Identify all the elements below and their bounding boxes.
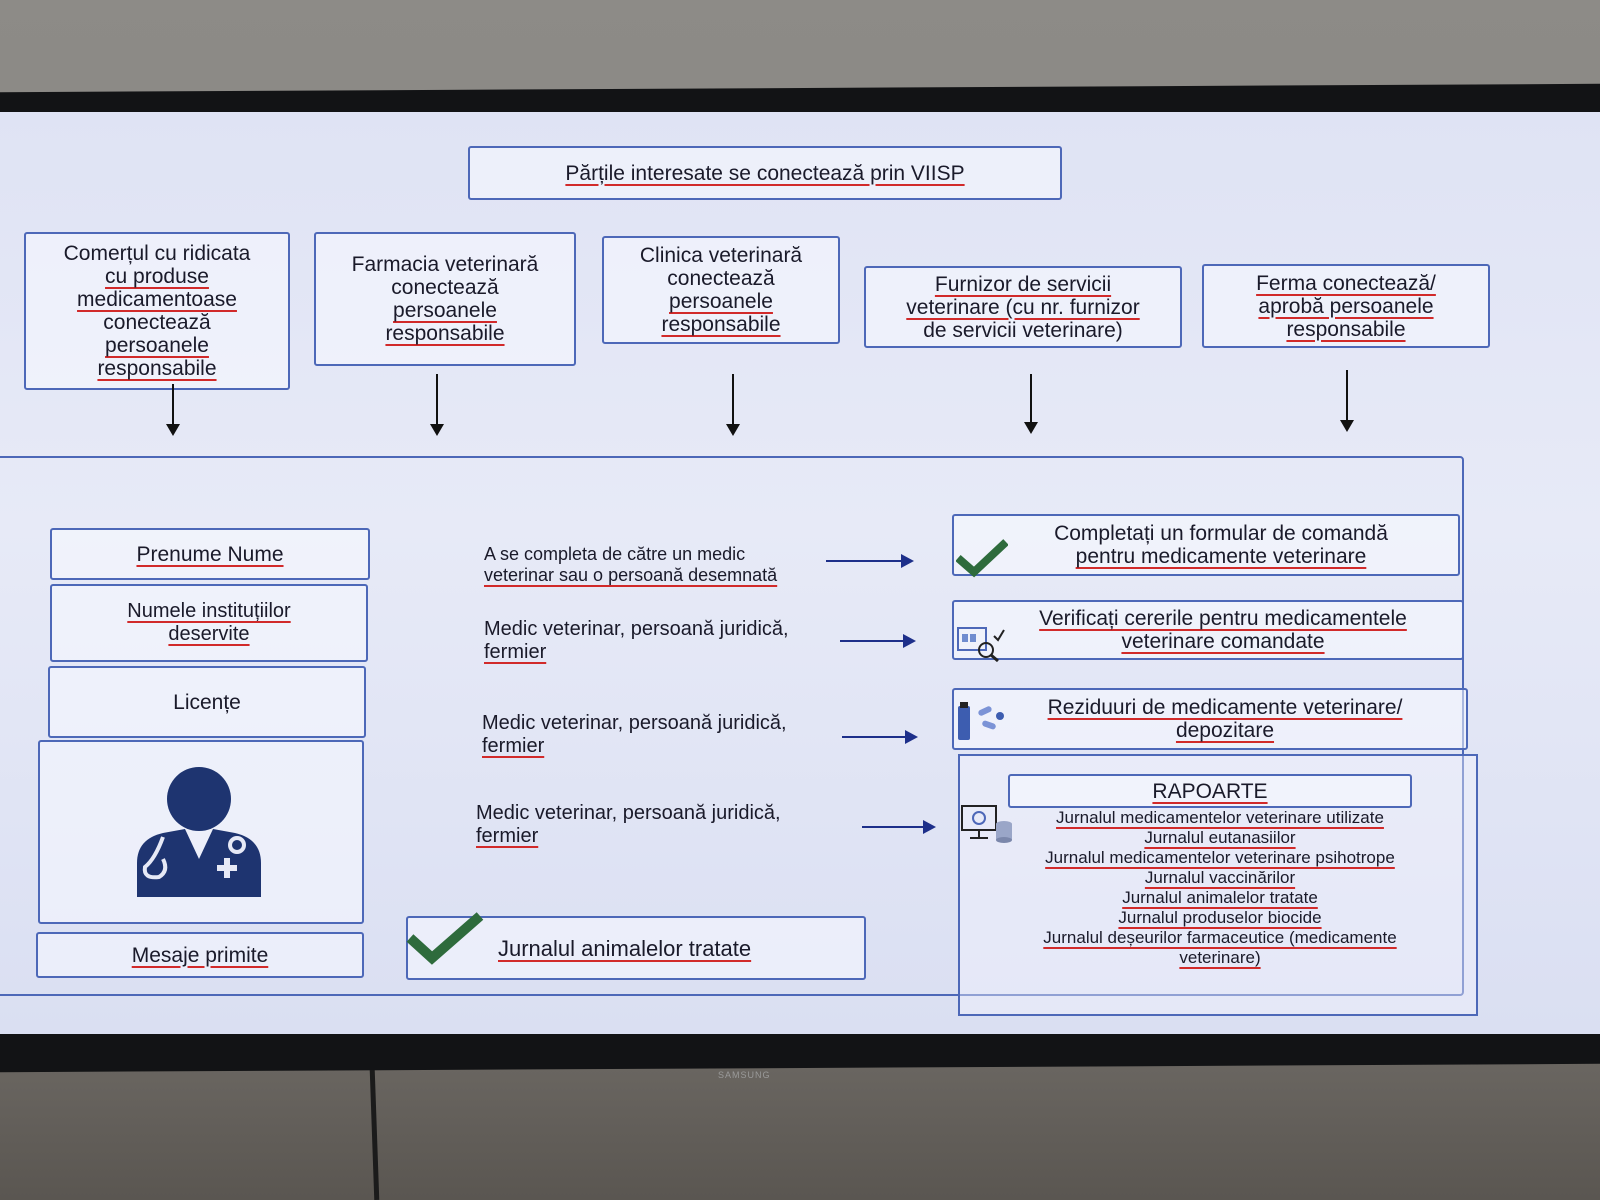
report-item[interactable]: Jurnalul animalelor tratate xyxy=(1122,888,1318,907)
arrow-right-2 xyxy=(840,634,916,648)
stakeholder-line: conectează xyxy=(103,311,211,334)
report-item[interactable]: Jurnalul deșeurilor farmaceutice (medica… xyxy=(1043,928,1397,947)
arrow-down-1 xyxy=(166,384,180,436)
tv-screen: Părțile interesate se conectează prin VI… xyxy=(0,112,1600,1034)
role-text-4: Medic veterinar, persoană juridică, ferm… xyxy=(476,802,781,848)
checkmark-icon xyxy=(406,912,484,965)
role-line: Medic veterinar, persoană juridică, xyxy=(484,618,789,640)
role-line: veterinar sau o persoană desemnată xyxy=(484,565,778,585)
report-item[interactable]: Jurnalul medicamentelor veterinare utili… xyxy=(1056,808,1384,827)
action-line: depozitare xyxy=(1175,719,1275,742)
profile-messages-box[interactable]: Mesaje primite xyxy=(36,932,364,978)
action-order-form[interactable]: Completați un formular de comandă pentru… xyxy=(952,514,1460,578)
stakeholder-box-clinic: Clinica veterinară conectează persoanele… xyxy=(602,236,840,344)
action-line: veterinare comandate xyxy=(1121,630,1325,653)
arrow-down-5 xyxy=(1340,370,1354,432)
wall-below-tv xyxy=(0,1060,1600,1200)
reports-title: RAPOARTE xyxy=(1152,779,1268,803)
treated-journal-label[interactable]: Jurnalul animalelor tratate xyxy=(498,935,752,961)
pills-icon xyxy=(958,702,1004,740)
action-residues[interactable]: Reziduuri de medicamente veterinare/ dep… xyxy=(952,688,1468,750)
profile-messages[interactable]: Mesaje primite xyxy=(131,943,269,967)
doctor-avatar-icon xyxy=(137,767,261,897)
checkmark-icon xyxy=(956,539,1008,578)
profile-licenses: Licențe xyxy=(173,690,241,714)
role-text-3: Medic veterinar, persoană juridică, ferm… xyxy=(482,712,787,758)
report-item[interactable]: Jurnalul medicamentelor veterinare psiho… xyxy=(1045,848,1395,867)
action-line: Completați un formular de comandă xyxy=(1054,522,1388,545)
header-title: Părțile interesate se conectează prin VI… xyxy=(565,161,965,185)
action-line: Verificați cererile pentru medicamentele xyxy=(1039,607,1407,630)
role-text-1: A se completa de către un medic veterina… xyxy=(484,544,777,586)
stakeholder-line: Comerțul cu ridicata xyxy=(63,242,251,265)
action-line: Reziduuri de medicamente veterinare/ xyxy=(1047,696,1403,719)
profile-licenses-box: Licențe xyxy=(48,666,366,738)
stakeholder-box-pharmacy: Farmacia veterinară conectează persoanel… xyxy=(314,232,576,366)
stakeholder-line: conectează xyxy=(667,267,775,290)
stakeholder-line: cu produse xyxy=(105,265,209,288)
report-item[interactable]: Jurnalul eutanasiilor xyxy=(1144,828,1296,847)
role-line: Medic veterinar, persoană juridică, xyxy=(482,712,787,734)
reports-title-box: RAPOARTE xyxy=(1008,774,1412,808)
header-box: Părțile interesate se conectează prin VI… xyxy=(468,146,1062,200)
report-item[interactable]: veterinare) xyxy=(1179,948,1261,967)
profile-institutions-line: Numele instituțiilor xyxy=(127,600,291,622)
stakeholder-line: Farmacia veterinară xyxy=(351,253,539,276)
role-line: fermier xyxy=(482,735,545,757)
stakeholder-line: Clinica veterinară xyxy=(639,244,803,267)
stakeholder-line: persoanele xyxy=(105,334,209,357)
arrow-right-1 xyxy=(826,554,914,568)
stakeholder-line: de servicii veterinare) xyxy=(923,318,1123,342)
profile-institutions-line: deservite xyxy=(168,623,250,645)
stakeholder-box-farm: Ferma conectează/ aprobă persoanele resp… xyxy=(1202,264,1490,348)
stakeholder-line: responsabile xyxy=(1286,317,1406,341)
profile-name-box: Prenume Nume xyxy=(50,528,370,580)
stakeholder-line: medicamentoase xyxy=(77,288,237,311)
role-line: Medic veterinar, persoană juridică, xyxy=(476,802,781,824)
stakeholder-line: persoanele xyxy=(669,290,773,313)
stakeholder-line: Ferma conectează/ xyxy=(1256,271,1436,295)
action-line: pentru medicamente veterinare xyxy=(1075,545,1367,568)
stakeholder-box-wholesale: Comerțul cu ridicata cu produse medicame… xyxy=(24,232,290,390)
tv-brand-logo: SAMSUNG xyxy=(718,1070,771,1080)
computer-database-icon xyxy=(961,805,1012,843)
report-item[interactable]: Jurnalul produselor biocide xyxy=(1118,908,1322,927)
stakeholder-line: aprobă persoanele xyxy=(1258,294,1434,318)
arrow-down-3 xyxy=(726,374,740,436)
profile-institutions-box: Numele instituțiilor deservite xyxy=(50,584,368,662)
role-text-2: Medic veterinar, persoană juridică, ferm… xyxy=(484,618,789,664)
role-line: fermier xyxy=(476,825,539,847)
reports-panel: RAPOARTE Jurnalul medicamentelor veterin… xyxy=(958,754,1478,1016)
arrow-down-2 xyxy=(430,374,444,436)
stakeholder-line: responsabile xyxy=(97,357,217,380)
stakeholder-line: responsabile xyxy=(661,313,781,336)
report-item[interactable]: Jurnalul vaccinărilor xyxy=(1144,868,1296,887)
stakeholder-line: veterinare (cu nr. furnizor xyxy=(906,295,1140,319)
document-search-icon xyxy=(957,627,1005,662)
arrow-right-4 xyxy=(862,820,936,834)
role-line: fermier xyxy=(484,641,547,663)
arrow-right-3 xyxy=(842,730,918,744)
reports-list: Jurnalul medicamentelor veterinare utili… xyxy=(1000,808,1440,968)
role-line: A se completa de către un medic xyxy=(484,544,746,564)
profile-name: Prenume Nume xyxy=(136,542,284,566)
stakeholder-line: persoanele xyxy=(393,299,497,322)
arrow-down-4 xyxy=(1024,374,1038,434)
profile-avatar-box xyxy=(38,740,364,924)
stakeholder-line: conectează xyxy=(391,276,499,299)
stakeholder-line: responsabile xyxy=(385,322,505,345)
stakeholder-line: Furnizor de servicii xyxy=(934,272,1112,296)
stakeholder-box-provider: Furnizor de servicii veterinare (cu nr. … xyxy=(864,266,1182,348)
treated-journal-box[interactable]: Jurnalul animalelor tratate xyxy=(406,912,866,980)
action-verify-requests[interactable]: Verificați cererile pentru medicamentele… xyxy=(952,600,1464,662)
